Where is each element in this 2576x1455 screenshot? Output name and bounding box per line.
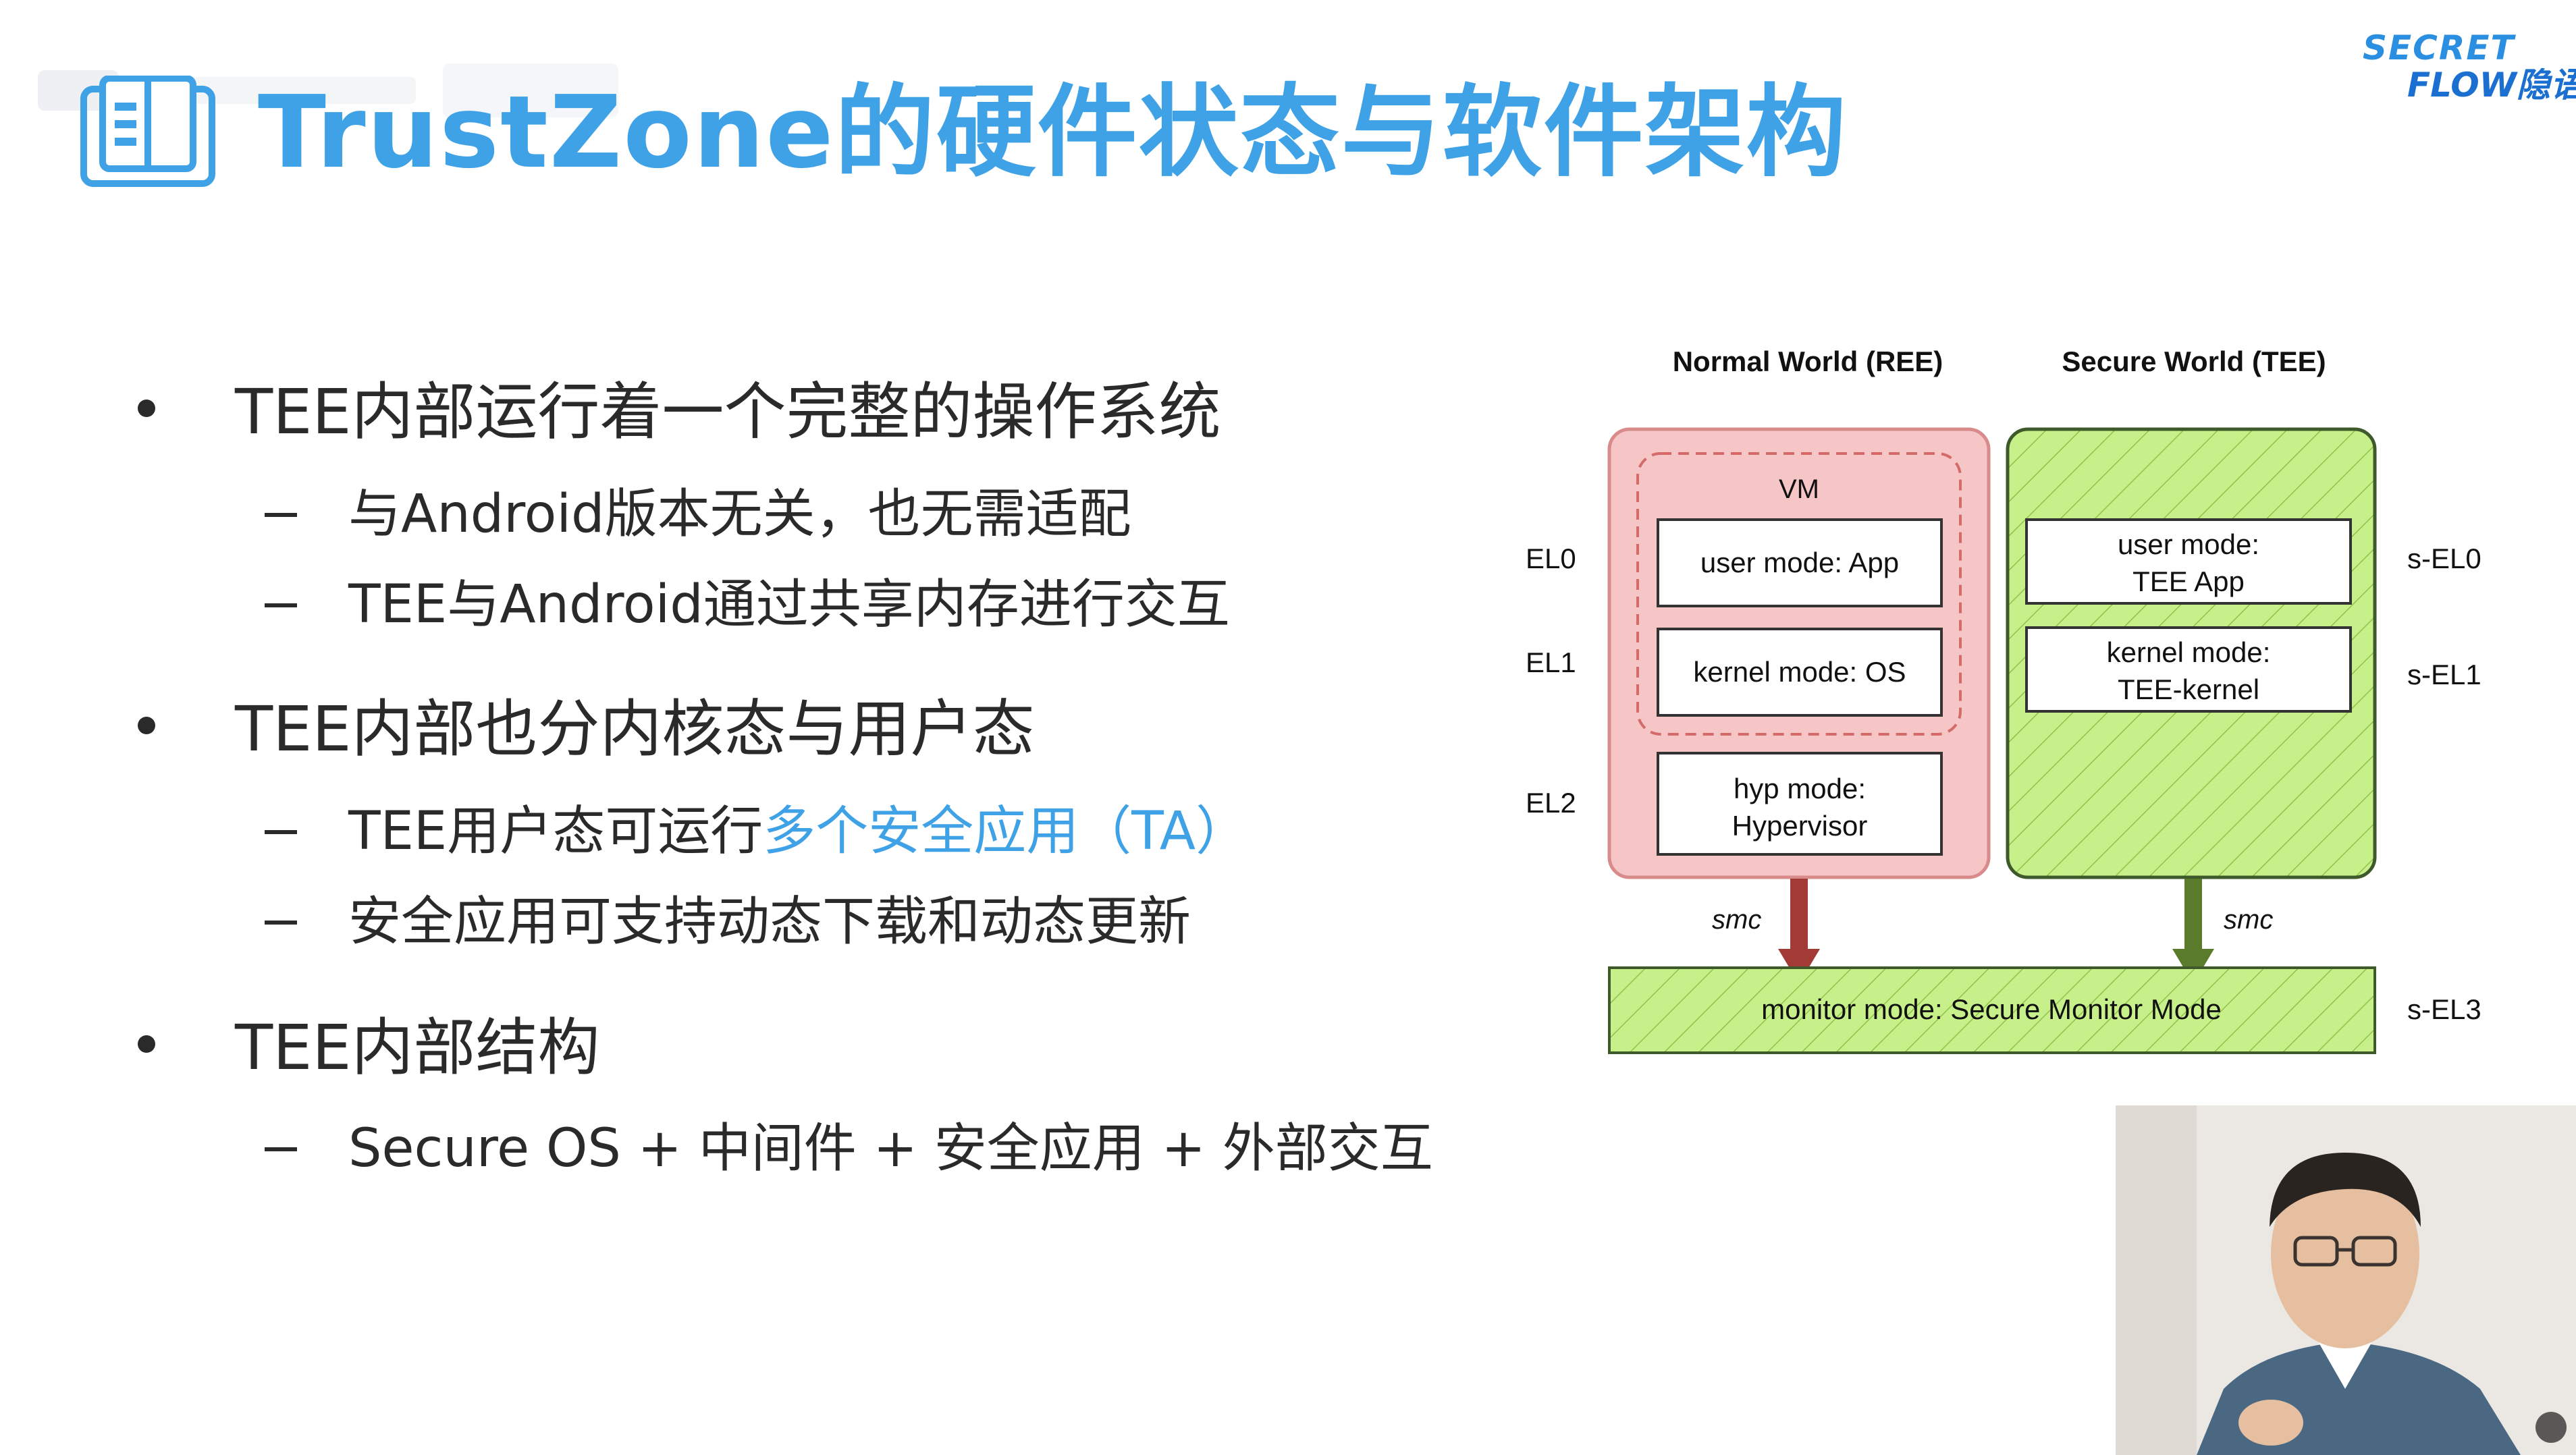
normal-world-label: Normal World (REE) — [1673, 346, 1943, 377]
brand-logo-line2: FLOW隐语 — [2407, 65, 2576, 105]
dash-marker — [265, 513, 297, 517]
level-label-s-el1: s-EL1 — [2407, 659, 2481, 690]
monitor-mode-bar — [1608, 966, 2376, 1054]
tee-user-mode-box — [2025, 518, 2352, 605]
vm-label: VM — [1779, 474, 1819, 504]
tee-user-mode-label-line2: TEE App — [2132, 566, 2245, 597]
tee-user-mode-label-line1: user mode: — [2118, 528, 2259, 560]
sub-bullet-text: TEE与Android通过共享内存进行交互 — [348, 574, 1230, 635]
open-book-icon — [80, 76, 215, 187]
kernel-mode-os-label: kernel mode: OS — [1693, 656, 1906, 688]
hyp-mode-label-line1: hyp mode: — [1734, 773, 1866, 804]
bullet-text: TEE内部运行着一个完整的操作系统 — [235, 376, 1221, 448]
monitor-mode-label: monitor mode: Secure Monitor Mode — [1761, 993, 2222, 1025]
sub-bullet-prefix: TEE用户态可运行 — [348, 801, 763, 862]
speaker-video — [2116, 1105, 2576, 1455]
bullet-dot — [138, 1035, 155, 1053]
user-mode-app-label: user mode: App — [1700, 547, 1899, 578]
hyp-mode-box — [1657, 752, 1943, 856]
sub-bullet-text: 安全应用可支持动态下载和动态更新 — [348, 891, 1191, 952]
tee-kernel-mode-label-line2: TEE-kernel — [2118, 674, 2259, 705]
bullet-text: TEE内部结构 — [235, 1012, 600, 1084]
tee-kernel-mode-box — [2025, 626, 2352, 713]
expand-icon[interactable] — [2535, 1412, 2567, 1443]
brand-logo-line1: SECRET — [2363, 28, 2515, 67]
dash-marker — [265, 830, 297, 834]
level-label-s-el0: s-EL0 — [2407, 543, 2481, 574]
sub-bullet-text: TEE用户态可运行多个安全应用（TA） — [348, 799, 1248, 865]
level-label-s-el3: s-EL3 — [2407, 993, 2481, 1025]
brand-logo: SECRET FLOW隐语 — [2356, 24, 2576, 105]
video-watermark — [38, 63, 618, 117]
secure-smc-label: smc — [2224, 905, 2273, 935]
sub-bullet-text: Secure OS + 中间件 + 安全应用 + 外部交互 — [348, 1118, 1433, 1179]
user-mode-app-box — [1657, 518, 1943, 607]
secure-world-label: Secure World (TEE) — [2062, 346, 2326, 377]
bullet-text: TEE内部也分内核态与用户态 — [235, 693, 1035, 765]
tee-kernel-mode-label-line1: kernel mode: — [2107, 636, 2271, 668]
normal-smc-label: smc — [1712, 905, 1761, 935]
vm-boundary — [1636, 452, 1962, 736]
level-label-el1: EL1 — [1526, 647, 1576, 678]
bullet-dot — [138, 400, 155, 417]
level-label-el2: EL2 — [1526, 787, 1576, 819]
kernel-mode-os-box — [1657, 628, 1943, 717]
hyp-mode-label-line2: Hypervisor — [1732, 810, 1868, 842]
trustzone-architecture-diagram: Normal World (REE) Secure World (TEE) VM… — [1526, 346, 2481, 1054]
slide-title: TrustZone的硬件状态与软件架构 — [258, 74, 1848, 190]
dash-marker — [265, 1147, 297, 1151]
dash-marker — [265, 921, 297, 925]
sub-bullet-text: 与Android版本无关，也无需适配 — [348, 484, 1131, 545]
highlight-text: 多个安全应用（TA） — [763, 801, 1249, 862]
dash-marker — [265, 603, 297, 607]
bullet-dot — [138, 717, 155, 734]
level-label-el0: EL0 — [1526, 543, 1576, 574]
